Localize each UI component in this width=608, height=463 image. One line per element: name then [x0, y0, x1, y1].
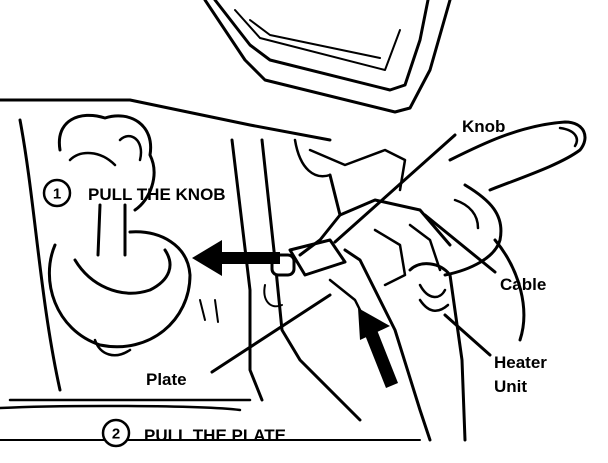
step-1-number: 1 [53, 186, 61, 203]
step-1-text: PULL THE KNOB [88, 185, 226, 204]
step-1-number-circle [42, 178, 72, 208]
heater-unit-leader-line [443, 313, 492, 357]
knob-leader-line [333, 133, 457, 244]
shift-lever-illustration [0, 113, 421, 441]
heater-unit-callout-label-line2: Unit [494, 377, 527, 396]
cable-leader-line [423, 213, 497, 274]
step-2-number: 2 [112, 426, 120, 443]
hand-illustration [408, 120, 587, 442]
pull-knob-arrow [192, 240, 280, 276]
heater-unit-callout-label-line1: Heater [494, 353, 547, 372]
control-knob-illustration [270, 238, 347, 277]
dashboard-vent-illustration [0, 0, 452, 142]
plate-leader-line [210, 293, 332, 374]
plate-callout-label: Plate [146, 370, 187, 389]
cable-callout-label: Cable [500, 275, 546, 294]
knob-callout-label: Knob [462, 117, 505, 136]
heater-control-panel-illustration [199, 138, 452, 442]
step-2-number-circle [101, 418, 131, 448]
step-2-text: PULL THE PLATE [144, 426, 286, 445]
step-2-label: 2 PULL THE PLATE [101, 418, 286, 448]
step-1-label: 1 PULL THE KNOB [42, 178, 226, 208]
pull-plate-arrow [358, 308, 398, 388]
callout-leaders [210, 133, 497, 374]
